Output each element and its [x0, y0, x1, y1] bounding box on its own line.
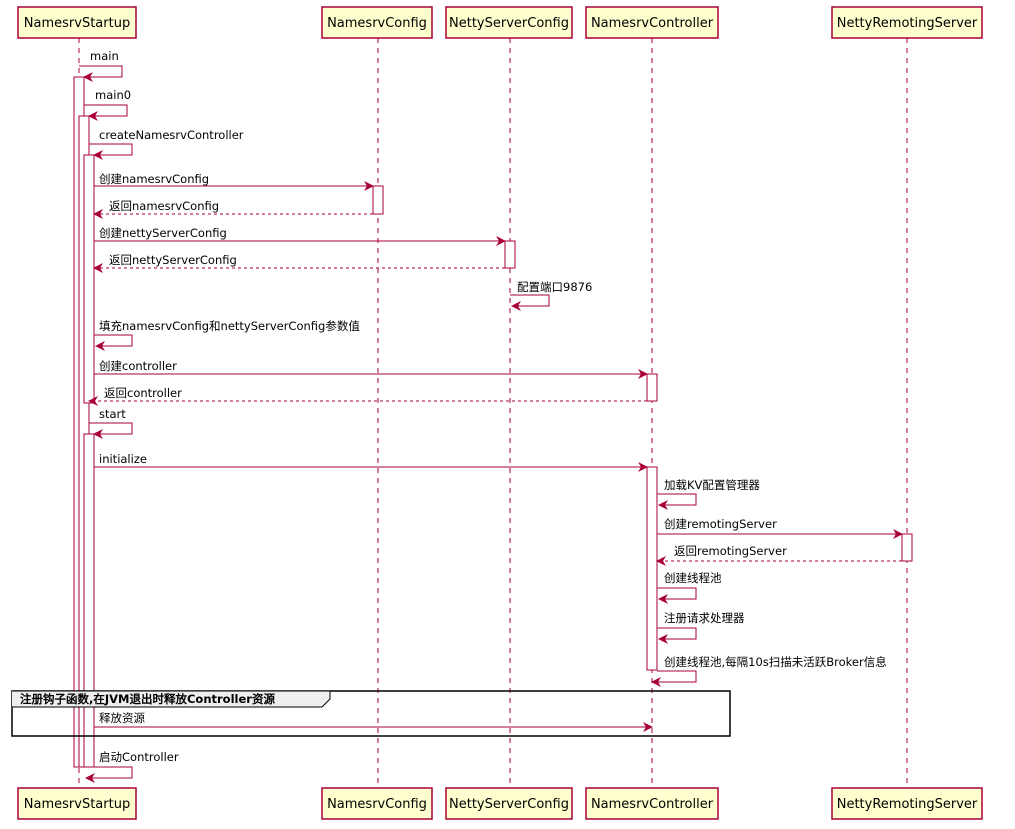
message-label: 创建线程池,每隔10s扫描未活跃Broker信息 — [664, 655, 887, 669]
activation-bar — [901, 533, 913, 562]
participant-label: NettyServerConfig — [449, 797, 569, 812]
participant-label: NettyRemotingServer — [837, 797, 978, 812]
participant-label: NamesrvConfig — [327, 797, 427, 812]
participant-namesrv-startup[interactable]: NamesrvStartup — [17, 6, 137, 39]
group-label-tab — [12, 690, 331, 708]
participant-label: NamesrvController — [591, 797, 714, 812]
message-label: 返回controller — [104, 386, 182, 400]
message-label: 返回nettyServerConfig — [109, 253, 237, 267]
participant-netty-server-config[interactable]: NettyServerConfig — [445, 6, 573, 39]
participant-label: NettyServerConfig — [449, 16, 569, 31]
participant-namesrv-controller[interactable]: NamesrvController — [585, 787, 719, 820]
message-arrow — [510, 294, 550, 311]
message-label: 加载KV配置管理器 — [664, 478, 760, 492]
message-label: 创建controller — [99, 359, 177, 373]
message-label: 创建线程池 — [664, 571, 722, 585]
participant-namesrv-startup[interactable]: NamesrvStartup — [17, 787, 137, 820]
message-label: 返回remotingServer — [674, 544, 787, 558]
participant-namesrv-controller[interactable]: NamesrvController — [585, 6, 719, 39]
message-label: 返回namesrvConfig — [109, 199, 219, 213]
participant-label: NamesrvStartup — [24, 16, 130, 31]
participant-netty-server-config[interactable]: NettyServerConfig — [445, 787, 573, 820]
message-label: 释放资源 — [99, 711, 145, 725]
message-arrow — [651, 670, 697, 687]
message-arrow — [657, 493, 697, 510]
message-arrow — [657, 627, 697, 644]
activation-bars — [73, 76, 913, 768]
activation-bar — [83, 433, 95, 768]
message-label: 填充namesrvConfig和nettyServerConfig参数值 — [99, 319, 360, 333]
message-arrow — [657, 587, 697, 604]
activation-bar — [372, 185, 384, 215]
participant-label: NamesrvStartup — [24, 797, 130, 812]
message-arrow — [79, 65, 123, 82]
message-labels: main main0 createNamesrvController 创建nam… — [90, 49, 887, 764]
message-label: 创建remotingServer — [664, 517, 777, 531]
participant-namesrv-config[interactable]: NamesrvConfig — [321, 6, 433, 39]
participant-netty-remoting-server[interactable]: NettyRemotingServer — [831, 787, 983, 820]
message-label: 配置端口9876 — [517, 280, 592, 294]
participant-label: NettyRemotingServer — [837, 16, 978, 31]
participants-top: NamesrvStartup NamesrvConfig NettyServer… — [17, 6, 983, 39]
message-arrow — [89, 143, 133, 160]
message-arrow — [84, 104, 128, 121]
participant-label: NamesrvConfig — [327, 16, 427, 31]
message-label: main — [90, 49, 119, 63]
messages — [79, 65, 903, 783]
message-label: main0 — [95, 88, 131, 102]
activation-bar — [646, 373, 658, 402]
message-label: 创建namesrvConfig — [99, 172, 209, 186]
participant-label: NamesrvController — [591, 16, 714, 31]
message-arrow — [94, 334, 133, 351]
group-frame: 注册钩子函数,在JVM退出时释放Controller资源 — [11, 690, 731, 737]
activation-bar — [83, 154, 95, 404]
message-label: 启动Controller — [99, 750, 179, 764]
message-arrow — [89, 422, 133, 439]
participants-bottom: NamesrvStartup NamesrvConfig NettyServer… — [17, 787, 983, 820]
message-label: createNamesrvController — [99, 128, 244, 142]
participant-netty-remoting-server[interactable]: NettyRemotingServer — [831, 6, 983, 39]
activation-bar — [504, 240, 516, 269]
lifelines — [78, 38, 908, 788]
activation-bar — [646, 466, 658, 671]
message-label: initialize — [99, 452, 147, 466]
participant-namesrv-config[interactable]: NamesrvConfig — [321, 787, 433, 820]
message-label: start — [99, 407, 126, 421]
message-arrow — [85, 766, 133, 783]
group-label: 注册钩子函数,在JVM退出时释放Controller资源 — [20, 692, 275, 706]
group-box — [11, 690, 731, 737]
message-label: 注册请求处理器 — [664, 611, 745, 625]
message-label: 创建nettyServerConfig — [99, 226, 227, 240]
